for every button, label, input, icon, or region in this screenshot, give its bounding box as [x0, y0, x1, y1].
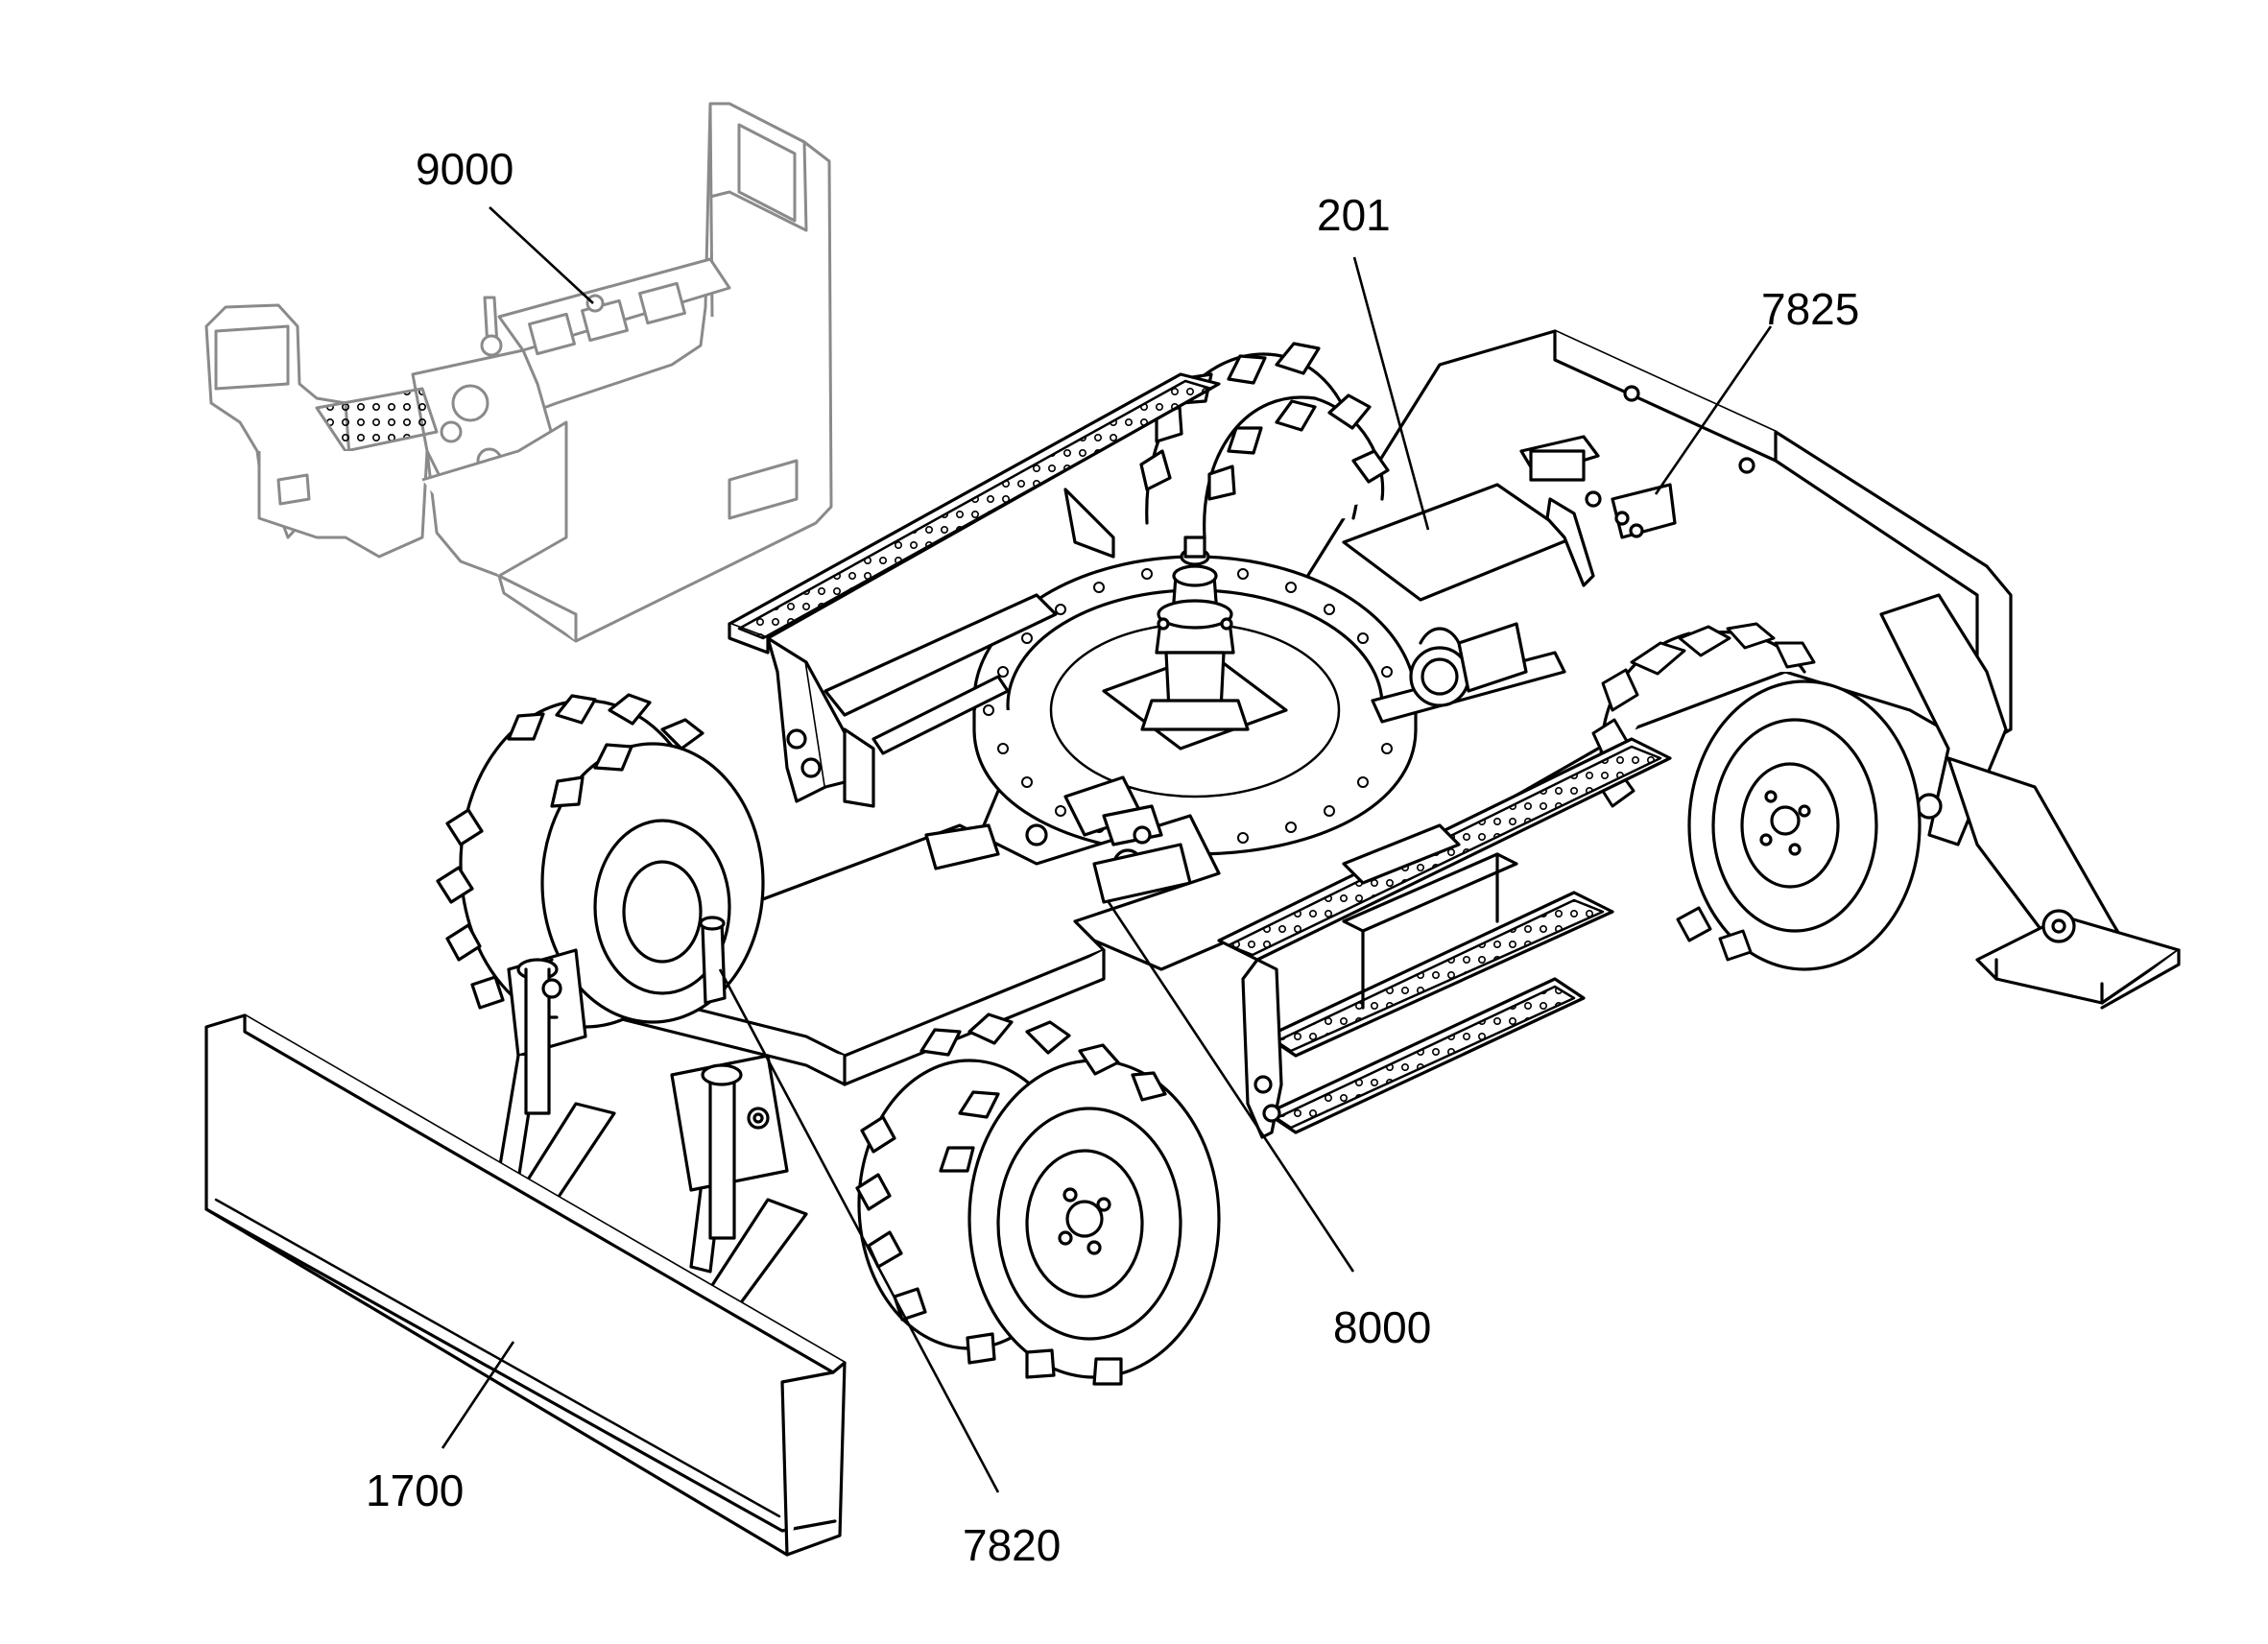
leader-line-201 [1352, 256, 1430, 531]
blade-linkage [497, 916, 808, 1307]
rear-outrigger [1879, 593, 2181, 1010]
leader-line-8000 [1107, 901, 1355, 1273]
front-right-wheel [855, 1013, 1221, 1386]
callout-7825: 7825 [1761, 284, 1859, 334]
mirror [924, 823, 1000, 870]
valve-block [1519, 435, 1677, 587]
dozer-blade [204, 1013, 847, 1557]
leader-line-7820 [718, 968, 1000, 1493]
drive-shaft [1371, 622, 1566, 724]
left-step-upper [728, 372, 1221, 808]
leader-lines [441, 206, 1773, 1493]
callout-1700: 1700 [366, 1465, 464, 1515]
rear-left-wheel [1139, 342, 1390, 539]
hydraulic-fittings [1025, 775, 1192, 904]
callout-7820: 7820 [963, 1520, 1061, 1570]
leader-line-9000 [489, 206, 594, 304]
callout-labels: 9000 201 7825 8000 1700 7820 [366, 144, 1859, 1570]
leader-line-7825 [1654, 325, 1773, 495]
callout-8000: 8000 [1333, 1302, 1431, 1352]
rotary-joint [1140, 536, 1250, 731]
callout-201: 201 [1317, 190, 1391, 240]
rear-right-wheel-outer [1687, 679, 1922, 971]
wheeled-excavator-undercarriage [204, 329, 2181, 1557]
callout-9000: 9000 [416, 144, 513, 194]
leader-line-1700 [441, 1341, 515, 1449]
operator-cab-inset [204, 102, 833, 643]
right-step-lower [1217, 737, 1672, 1139]
